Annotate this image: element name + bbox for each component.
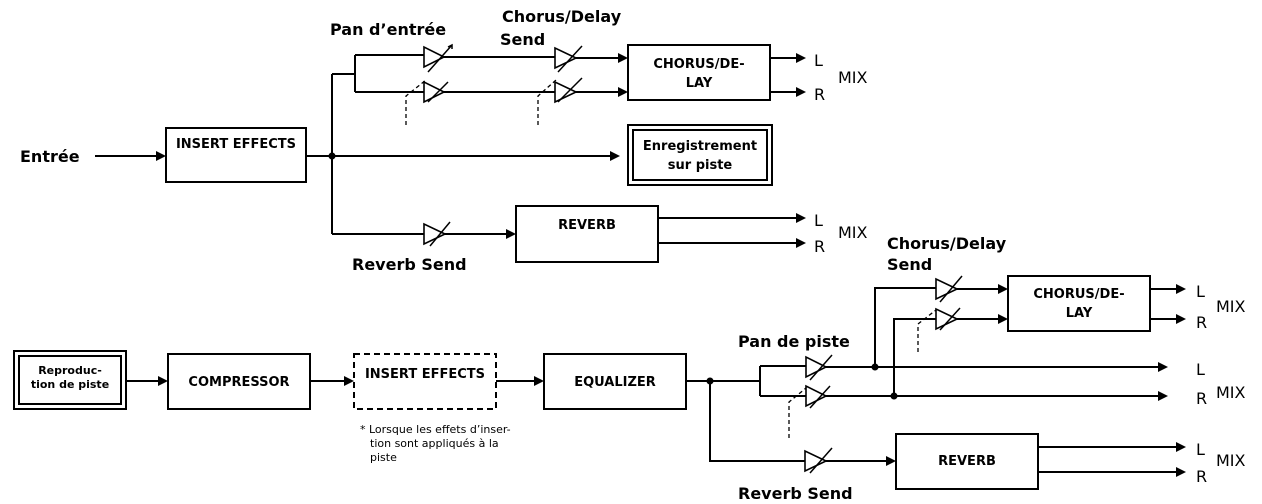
svg-text:Send: Send (887, 255, 932, 274)
svg-text:L: L (1196, 360, 1205, 379)
reverb-block-2: REVERB (895, 433, 1039, 490)
input-label: Entrée (20, 147, 80, 166)
svg-text:LAY: LAY (686, 76, 713, 91)
svg-text:INSERT EFFECTS: INSERT EFFECTS (365, 367, 485, 382)
svg-text:COMPRESSOR: COMPRESSOR (188, 375, 289, 390)
svg-text:LAY: LAY (1066, 306, 1093, 321)
chorus-send-amp-l (554, 45, 583, 73)
reverb-send-label-1: Reverb Send (352, 255, 467, 274)
chorus-send-amp-2-l (935, 275, 963, 303)
track-pan-amp-l (805, 354, 833, 381)
svg-text:Reproduc-: Reproduc- (38, 364, 102, 377)
equalizer-block: EQUALIZER (543, 353, 687, 410)
track-pan-amp-r (805, 384, 831, 409)
svg-text:Enregistrement: Enregistrement (643, 139, 757, 154)
svg-text:INSERT EFFECTS: INSERT EFFECTS (176, 137, 296, 152)
svg-text:R: R (1196, 389, 1207, 408)
track-pan-label: Pan de piste (738, 332, 850, 351)
output-r: R (814, 85, 825, 104)
reverb-send-amp-2 (804, 447, 833, 474)
footnote: * Lorsque les effets d’inser- tion sont … (360, 423, 511, 464)
svg-text:Send: Send (500, 30, 545, 49)
svg-text:REVERB: REVERB (938, 454, 996, 469)
svg-text:MIX: MIX (1216, 383, 1246, 402)
svg-text:CHORUS/DE-: CHORUS/DE- (653, 57, 744, 72)
output-l: L (814, 51, 823, 70)
svg-text:MIX: MIX (1216, 297, 1246, 316)
svg-text:R: R (1196, 467, 1207, 486)
insert-effects-block-optional: INSERT EFFECTS (353, 353, 497, 410)
chorus-send-amp-2-r (935, 307, 961, 331)
svg-text:tion sont appliqués à la: tion sont appliqués à la (370, 437, 499, 450)
svg-text:MIX: MIX (838, 223, 868, 242)
svg-text:CHORUS/DE-: CHORUS/DE- (1033, 287, 1124, 302)
chorus-send-label-2: Chorus/Delay (887, 234, 1007, 253)
track-playback-block: Reproduc- tion de piste (13, 350, 127, 410)
input-pan-amp-r (423, 80, 449, 104)
track-recording-block: Enregistrement sur piste (627, 124, 773, 186)
svg-text:REVERB: REVERB (558, 218, 616, 233)
svg-text:MIX: MIX (1216, 451, 1246, 470)
chorus-delay-block-2: CHORUS/DE- LAY (1007, 275, 1151, 332)
svg-text:R: R (814, 237, 825, 256)
svg-text:piste: piste (370, 451, 397, 464)
svg-text:R: R (1196, 313, 1207, 332)
svg-text:* Lorsque les effets d’inser-: * Lorsque les effets d’inser- (360, 423, 511, 436)
svg-text:L: L (814, 211, 823, 230)
svg-text:L: L (1196, 440, 1205, 459)
svg-text:sur piste: sur piste (668, 158, 733, 173)
reverb-send-label-2: Reverb Send (738, 484, 853, 503)
input-pan-label: Pan d’entrée (330, 20, 446, 39)
output-mix: MIX (838, 68, 868, 87)
compressor-block: COMPRESSOR (167, 353, 311, 410)
reverb-send-amp-1 (423, 221, 451, 247)
chorus-send-label-1: Chorus/Delay (502, 7, 622, 26)
svg-text:tion de piste: tion de piste (31, 378, 109, 391)
chorus-send-amp-r (554, 77, 583, 104)
svg-text:EQUALIZER: EQUALIZER (574, 375, 656, 390)
input-pan-amp-l (423, 43, 453, 73)
reverb-block-1: REVERB (515, 205, 659, 263)
svg-text:L: L (1196, 282, 1205, 301)
insert-effects-block: INSERT EFFECTS (165, 127, 307, 183)
chorus-delay-block-1: CHORUS/DE- LAY (627, 44, 771, 101)
